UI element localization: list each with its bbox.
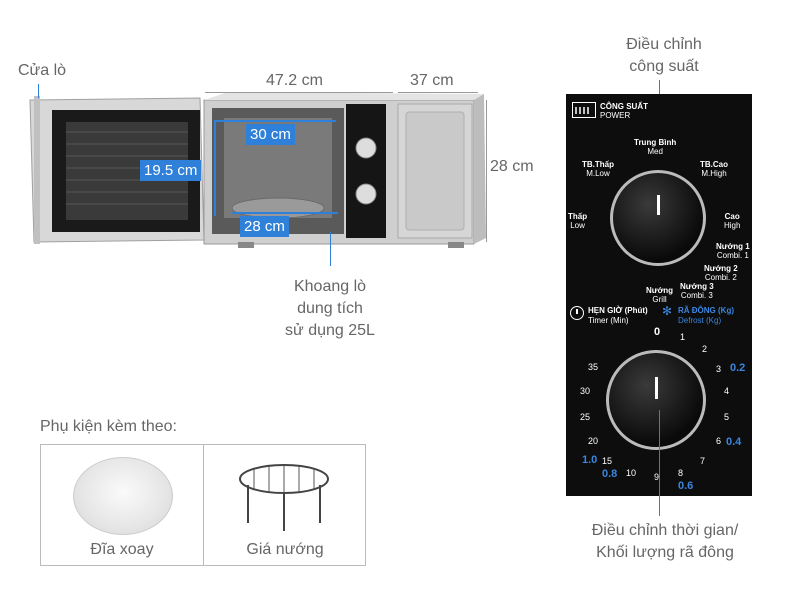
defrost-mark-1-0: 1.0 (582, 454, 598, 466)
power-setting-mlow-vi: TB.Thấp (582, 160, 614, 169)
defrost-title: RÃ ĐÔNG (Kg) (678, 306, 734, 315)
power-control-label: Điều chỉnh công suất (604, 34, 724, 78)
timer-mark-0: 0 (654, 326, 661, 338)
plate-diameter-label: 28 cm (240, 216, 289, 237)
power-setting-grill-en: Grill (652, 295, 667, 304)
timer-mark-30: 30 (580, 386, 591, 396)
inner-width-label: 30 cm (246, 124, 295, 145)
power-control-label-line-2: công suất (629, 58, 699, 75)
clock-hand (576, 309, 578, 314)
defrost-mark-0-6: 0.6 (678, 480, 694, 492)
power-setting-combi2: Nướng 2 Combi. 2 (704, 264, 738, 282)
power-setting-low-en: Low (570, 221, 585, 230)
power-setting-mhigh-vi: TB.Cao (700, 160, 728, 169)
timer-mark-1: 1 (680, 332, 686, 342)
power-setting-med-vi: Trung Bình (634, 138, 677, 147)
cavity-leader-line (330, 232, 331, 266)
power-setting-high: Cao High (724, 212, 740, 230)
width-dimension-line (205, 92, 393, 93)
power-subtitle: POWER (600, 111, 631, 120)
depth-dimension-line (398, 92, 478, 93)
timer-control-leader (659, 410, 660, 516)
power-setting-low: Thấp Low (568, 212, 587, 230)
power-setting-combi1-en: Combi. 1 (716, 251, 749, 260)
timer-knob-indicator (655, 377, 658, 399)
timer-subtitle: Timer (Min) (588, 316, 629, 325)
power-setting-mhigh: TB.Cao M.High (700, 160, 728, 178)
width-label: 47.2 cm (266, 72, 323, 89)
timer-mark-8: 8 (678, 468, 684, 478)
power-setting-grill-vi: Nướng (646, 286, 674, 295)
defrost-mark-0-8: 0.8 (602, 468, 618, 480)
power-setting-combi1-vi: Nướng 1 (716, 242, 750, 251)
power-setting-combi3: Nướng 3 Combi. 3 (680, 282, 714, 300)
clock-icon (570, 306, 584, 320)
power-setting-combi3-en: Combi. 3 (680, 291, 713, 300)
turntable-plate-image (73, 457, 173, 535)
defrost-mark-0-2: 0.2 (730, 362, 746, 374)
snowflake-icon: ✻ (662, 304, 673, 318)
height-dimension-line (486, 100, 487, 242)
accessories-box: Đĩa xoay Giá nướng (40, 444, 366, 566)
accessory-turntable: Đĩa xoay (41, 445, 203, 565)
timer-mark-2: 2 (702, 344, 708, 354)
power-setting-mlow-en: M.Low (586, 169, 610, 178)
timer-mark-20: 20 (588, 436, 599, 446)
cavity-label: Khoang lò dung tích sử dụng 25L (270, 276, 390, 342)
timer-mark-25: 25 (580, 412, 591, 422)
accessory-grill-rack-label: Giá nướng (246, 541, 324, 558)
power-setting-med: Trung Bình Med (634, 138, 676, 156)
power-icon (572, 102, 596, 118)
power-setting-med-en: Med (647, 147, 663, 156)
power-setting-combi3-vi: Nướng 3 (680, 282, 714, 291)
timer-title: HẸN GIỜ (Phút) (588, 306, 648, 315)
timer-mark-7: 7 (700, 456, 706, 466)
plate-diameter-arrow (232, 212, 338, 214)
power-setting-combi2-vi: Nướng 2 (704, 264, 738, 273)
timer-control-label-line-2: Khối lượng rã đông (596, 544, 734, 561)
power-setting-combi2-en: Combi. 2 (704, 273, 737, 282)
cavity-label-line-1: Khoang lò (293, 278, 367, 295)
power-knob[interactable] (610, 170, 706, 266)
timer-mark-15: 15 (602, 456, 613, 466)
power-setting-grill: Nướng Grill (646, 286, 673, 304)
power-knob-indicator (657, 195, 660, 215)
timer-mark-4: 4 (724, 386, 730, 396)
accessory-turntable-label: Đĩa xoay (90, 541, 154, 558)
timer-mark-9: 9 (654, 472, 660, 482)
accessories-divider (203, 445, 204, 565)
timer-control-label: Điều chỉnh thời gian/ Khối lượng rã đông (570, 520, 760, 564)
power-setting-combi1: Nướng 1 Combi. 1 (716, 242, 750, 260)
inner-width-arrow (216, 120, 336, 122)
defrost-mark-0-4: 0.4 (726, 436, 742, 448)
inner-height-arrow (214, 120, 216, 216)
inner-height-label: 19.5 cm (140, 160, 202, 181)
defrost-subtitle: Defrost (Kg) (678, 316, 722, 325)
timer-knob[interactable] (606, 350, 706, 450)
power-title: CÔNG SUẤT (600, 102, 648, 111)
power-setting-mlow: TB.Thấp M.Low (582, 160, 614, 178)
door-label: Cửa lò (18, 62, 67, 79)
power-setting-high-en: High (724, 221, 741, 230)
timer-mark-3: 3 (716, 364, 722, 374)
cavity-label-line-2: dung tích (297, 300, 363, 317)
timer-control-label-line-1: Điều chỉnh thời gian/ (591, 522, 739, 539)
grill-rack-image (239, 464, 329, 531)
cavity-label-line-3: sử dụng 25L (285, 322, 375, 339)
power-setting-mhigh-en: M.High (701, 169, 727, 178)
accessory-grill-rack: Giá nướng (204, 445, 366, 565)
power-setting-low-vi: Thấp (568, 212, 588, 221)
timer-mark-6: 6 (716, 436, 722, 446)
door-leader-line (38, 84, 39, 98)
height-label: 28 cm (490, 158, 534, 175)
timer-mark-10: 10 (626, 468, 637, 478)
depth-label: 37 cm (410, 72, 454, 89)
accessories-heading: Phụ kiện kèm theo: (40, 418, 177, 435)
timer-mark-35: 35 (588, 362, 599, 372)
power-setting-high-vi: Cao (724, 212, 740, 221)
power-control-label-line-1: Điều chỉnh (626, 36, 702, 53)
timer-mark-5: 5 (724, 412, 730, 422)
